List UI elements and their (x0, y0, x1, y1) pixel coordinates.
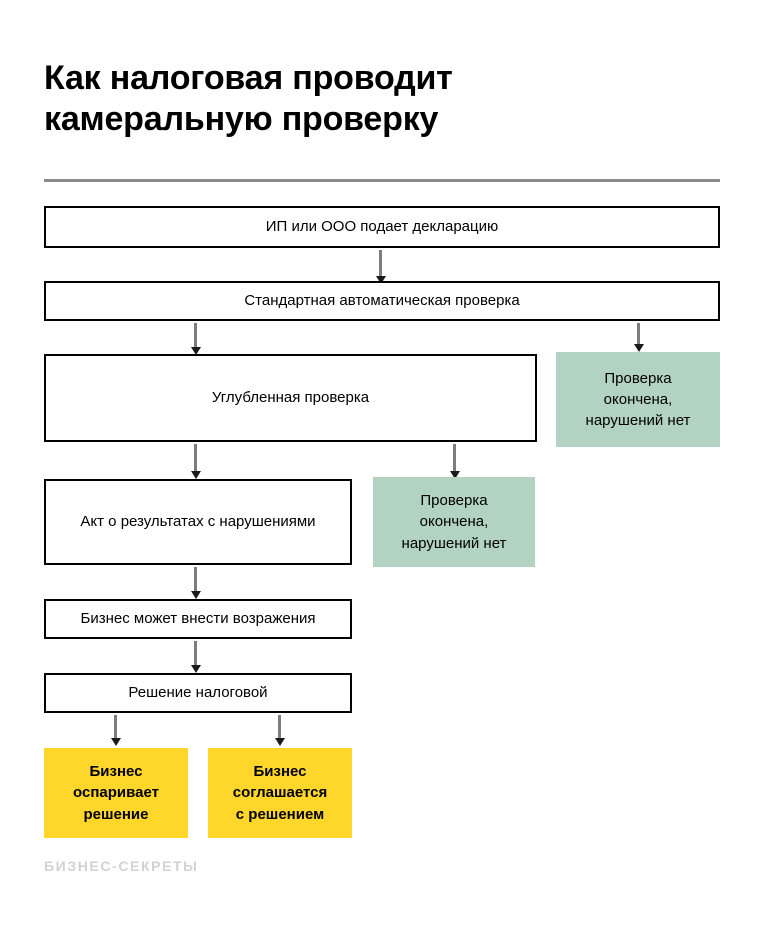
flow-node-check-finished-no-violations-top: Проверка окончена, нарушений нет (556, 352, 720, 447)
arrow-decision-to-dispute (114, 715, 117, 739)
flow-node-standard-auto-check: Стандартная автоматическая проверка (44, 281, 720, 321)
flow-node-act-with-violations: Акт о результатах с нарушениями (44, 479, 352, 565)
arrow-deep-check-to-act (194, 444, 197, 472)
brand-wordmark: БИЗНЕС-СЕКРЕТЫ (44, 858, 199, 874)
page-title: Как налоговая проводит камеральную прове… (44, 59, 453, 139)
arrow-auto-check-to-finished-top (637, 323, 640, 345)
arrow-deep-check-to-finished-mid (453, 444, 456, 472)
header-divider (44, 179, 720, 182)
flow-node-tax-decision: Решение налоговой (44, 673, 352, 713)
flow-node-business-objections: Бизнес может внести возражения (44, 599, 352, 639)
arrow-auto-check-to-deep-check (194, 323, 197, 348)
arrow-decision-to-agree (278, 715, 281, 739)
arrow-declaration-to-auto-check (379, 250, 382, 277)
arrow-objections-to-decision (194, 641, 197, 666)
flow-node-business-agrees-decision: Бизнес соглашается с решением (208, 748, 352, 838)
flow-node-declaration: ИП или ООО подает декларацию (44, 206, 720, 248)
flow-node-check-finished-no-violations-mid: Проверка окончена, нарушений нет (373, 477, 535, 567)
arrow-act-to-objections (194, 567, 197, 592)
flow-node-deep-check: Углубленная проверка (44, 354, 537, 442)
flow-node-business-disputes-decision: Бизнес оспаривает решение (44, 748, 188, 838)
